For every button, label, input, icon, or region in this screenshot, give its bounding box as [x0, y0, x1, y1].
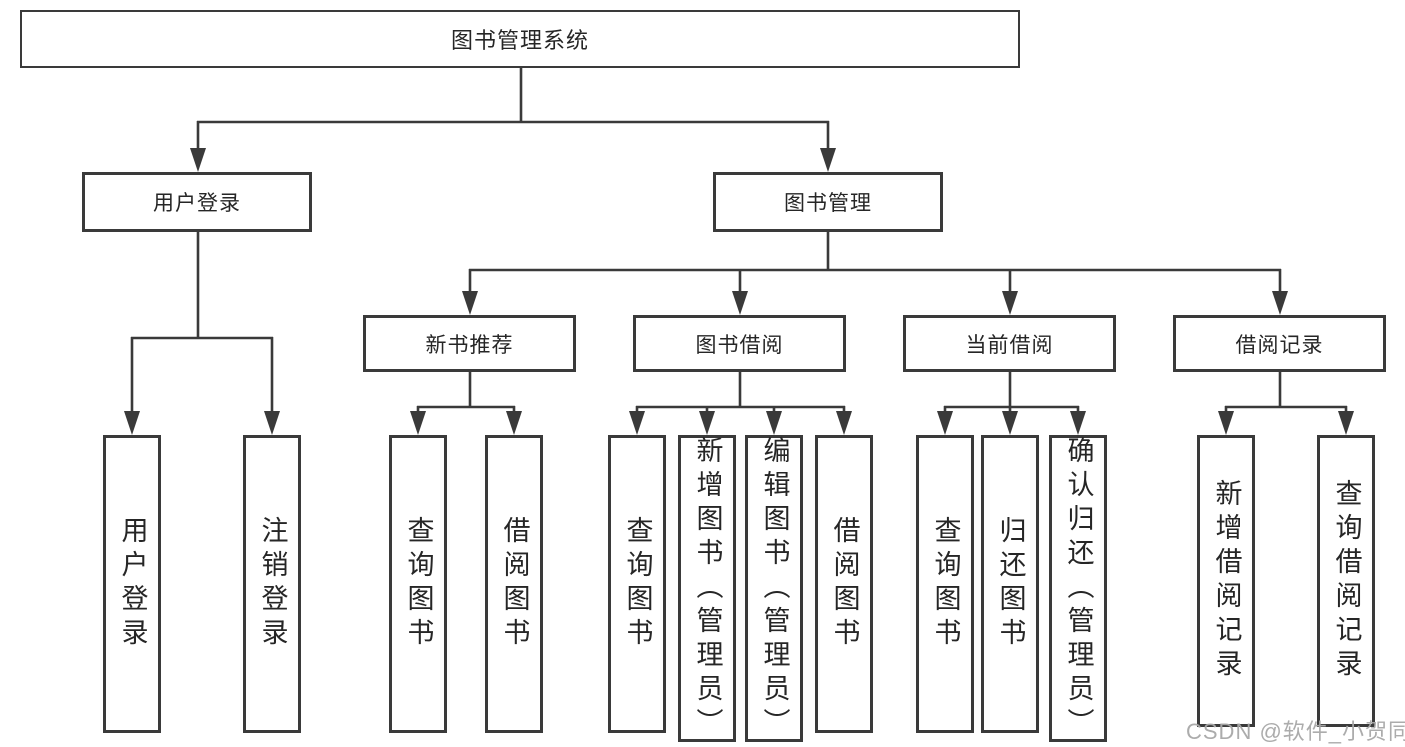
node-book-borrowing: 图书借阅 — [633, 315, 846, 372]
leaf-borrow-books-borrowing: 借阅图书 — [815, 435, 873, 733]
node-borrowing-records: 借阅记录 — [1173, 315, 1386, 372]
leaf-query-books-current: 查询图书 — [916, 435, 974, 733]
leaf-edit-book-admin-label: 编辑图书（管理员） — [759, 435, 790, 742]
leaf-confirm-return-admin: 确认归还（管理员） — [1049, 435, 1107, 742]
node-new-book-recommendation-label: 新书推荐 — [425, 333, 514, 357]
leaf-add-borrow-record-label: 新增借阅记录 — [1211, 479, 1242, 683]
arrowheads — [124, 148, 1354, 435]
leaf-logout-label: 注销登录 — [257, 516, 288, 652]
leaf-query-books-borrowing-label: 查询图书 — [622, 516, 653, 652]
leaf-borrow-books-borrowing-label: 借阅图书 — [829, 516, 860, 652]
leaf-query-books-borrowing: 查询图书 — [608, 435, 666, 733]
leaf-borrow-books-recommend-label: 借阅图书 — [499, 516, 530, 652]
node-new-book-recommendation: 新书推荐 — [363, 315, 576, 372]
leaf-confirm-return-admin-label: 确认归还（管理员） — [1063, 435, 1094, 742]
leaf-add-book-admin: 新增图书（管理员） — [678, 435, 736, 742]
node-book-borrowing-label: 图书借阅 — [695, 333, 784, 357]
leaf-return-book-label: 归还图书 — [995, 516, 1026, 652]
leaf-return-book: 归还图书 — [981, 435, 1039, 733]
node-root-label: 图书管理系统 — [450, 28, 589, 53]
leaf-query-books-recommend-label: 查询图书 — [403, 516, 434, 652]
leaf-query-borrow-record-label: 查询借阅记录 — [1331, 479, 1362, 683]
node-current-borrowing: 当前借阅 — [903, 315, 1116, 372]
leaf-logout: 注销登录 — [243, 435, 301, 733]
node-borrowing-records-label: 借阅记录 — [1235, 333, 1324, 357]
leaf-query-borrow-record: 查询借阅记录 — [1317, 435, 1375, 727]
leaf-user-login: 用户登录 — [103, 435, 161, 733]
leaf-query-books-recommend: 查询图书 — [389, 435, 447, 733]
leaf-edit-book-admin: 编辑图书（管理员） — [745, 435, 803, 742]
node-root: 图书管理系统 — [20, 10, 1020, 68]
node-user-login: 用户登录 — [82, 172, 312, 232]
watermark-text: CSDN @软件_小贺同学 — [1186, 719, 1405, 744]
node-current-borrowing-label: 当前借阅 — [965, 333, 1054, 357]
leaf-add-borrow-record: 新增借阅记录 — [1197, 435, 1255, 727]
leaf-user-login-label: 用户登录 — [117, 516, 148, 652]
node-book-management-label: 图书管理 — [784, 192, 872, 215]
node-book-management: 图书管理 — [713, 172, 943, 232]
leaf-borrow-books-recommend: 借阅图书 — [485, 435, 543, 733]
leaf-query-books-current-label: 查询图书 — [930, 516, 961, 652]
leaf-add-book-admin-label: 新增图书（管理员） — [692, 435, 723, 742]
node-user-login-label: 用户登录 — [153, 192, 241, 215]
